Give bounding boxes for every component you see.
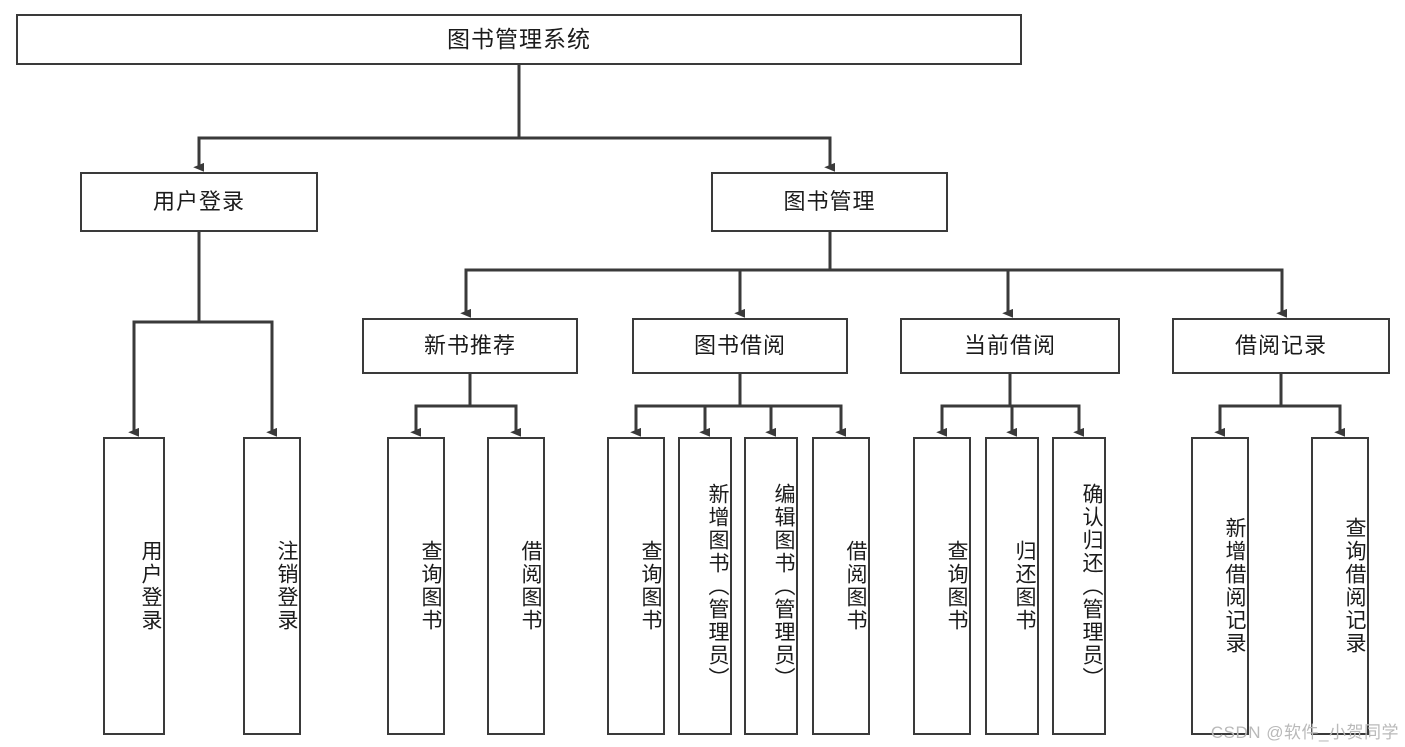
node-book-manage[interactable]: 图书管理 [711,172,948,232]
node-user-login[interactable]: 用户登录 [80,172,318,232]
leaf-borrow-book-recommend[interactable]: 借阅图书 [487,437,545,735]
leaf-add-book[interactable]: 新增图书（管理员） [678,437,732,735]
node-book-borrow[interactable]: 图书借阅 [632,318,848,374]
node-new-book-recommend[interactable]: 新书推荐 [362,318,578,374]
leaf-query-book-current[interactable]: 查询图书 [913,437,971,735]
node-current-borrow[interactable]: 当前借阅 [900,318,1120,374]
leaf-edit-book[interactable]: 编辑图书（管理员） [744,437,798,735]
leaf-return-book[interactable]: 归还图书 [985,437,1039,735]
leaf-confirm-return[interactable]: 确认归还（管理员） [1052,437,1106,735]
leaf-borrow-book[interactable]: 借阅图书 [812,437,870,735]
leaf-query-borrow-record[interactable]: 查询借阅记录 [1311,437,1369,735]
node-root-system[interactable]: 图书管理系统 [16,14,1022,65]
leaf-query-book-recommend[interactable]: 查询图书 [387,437,445,735]
node-borrow-record[interactable]: 借阅记录 [1172,318,1390,374]
leaf-logout-login[interactable]: 注销登录 [243,437,301,735]
leaf-query-book-borrow[interactable]: 查询图书 [607,437,665,735]
leaf-user-login[interactable]: 用户登录 [103,437,165,735]
leaf-add-borrow-record[interactable]: 新增借阅记录 [1191,437,1249,735]
